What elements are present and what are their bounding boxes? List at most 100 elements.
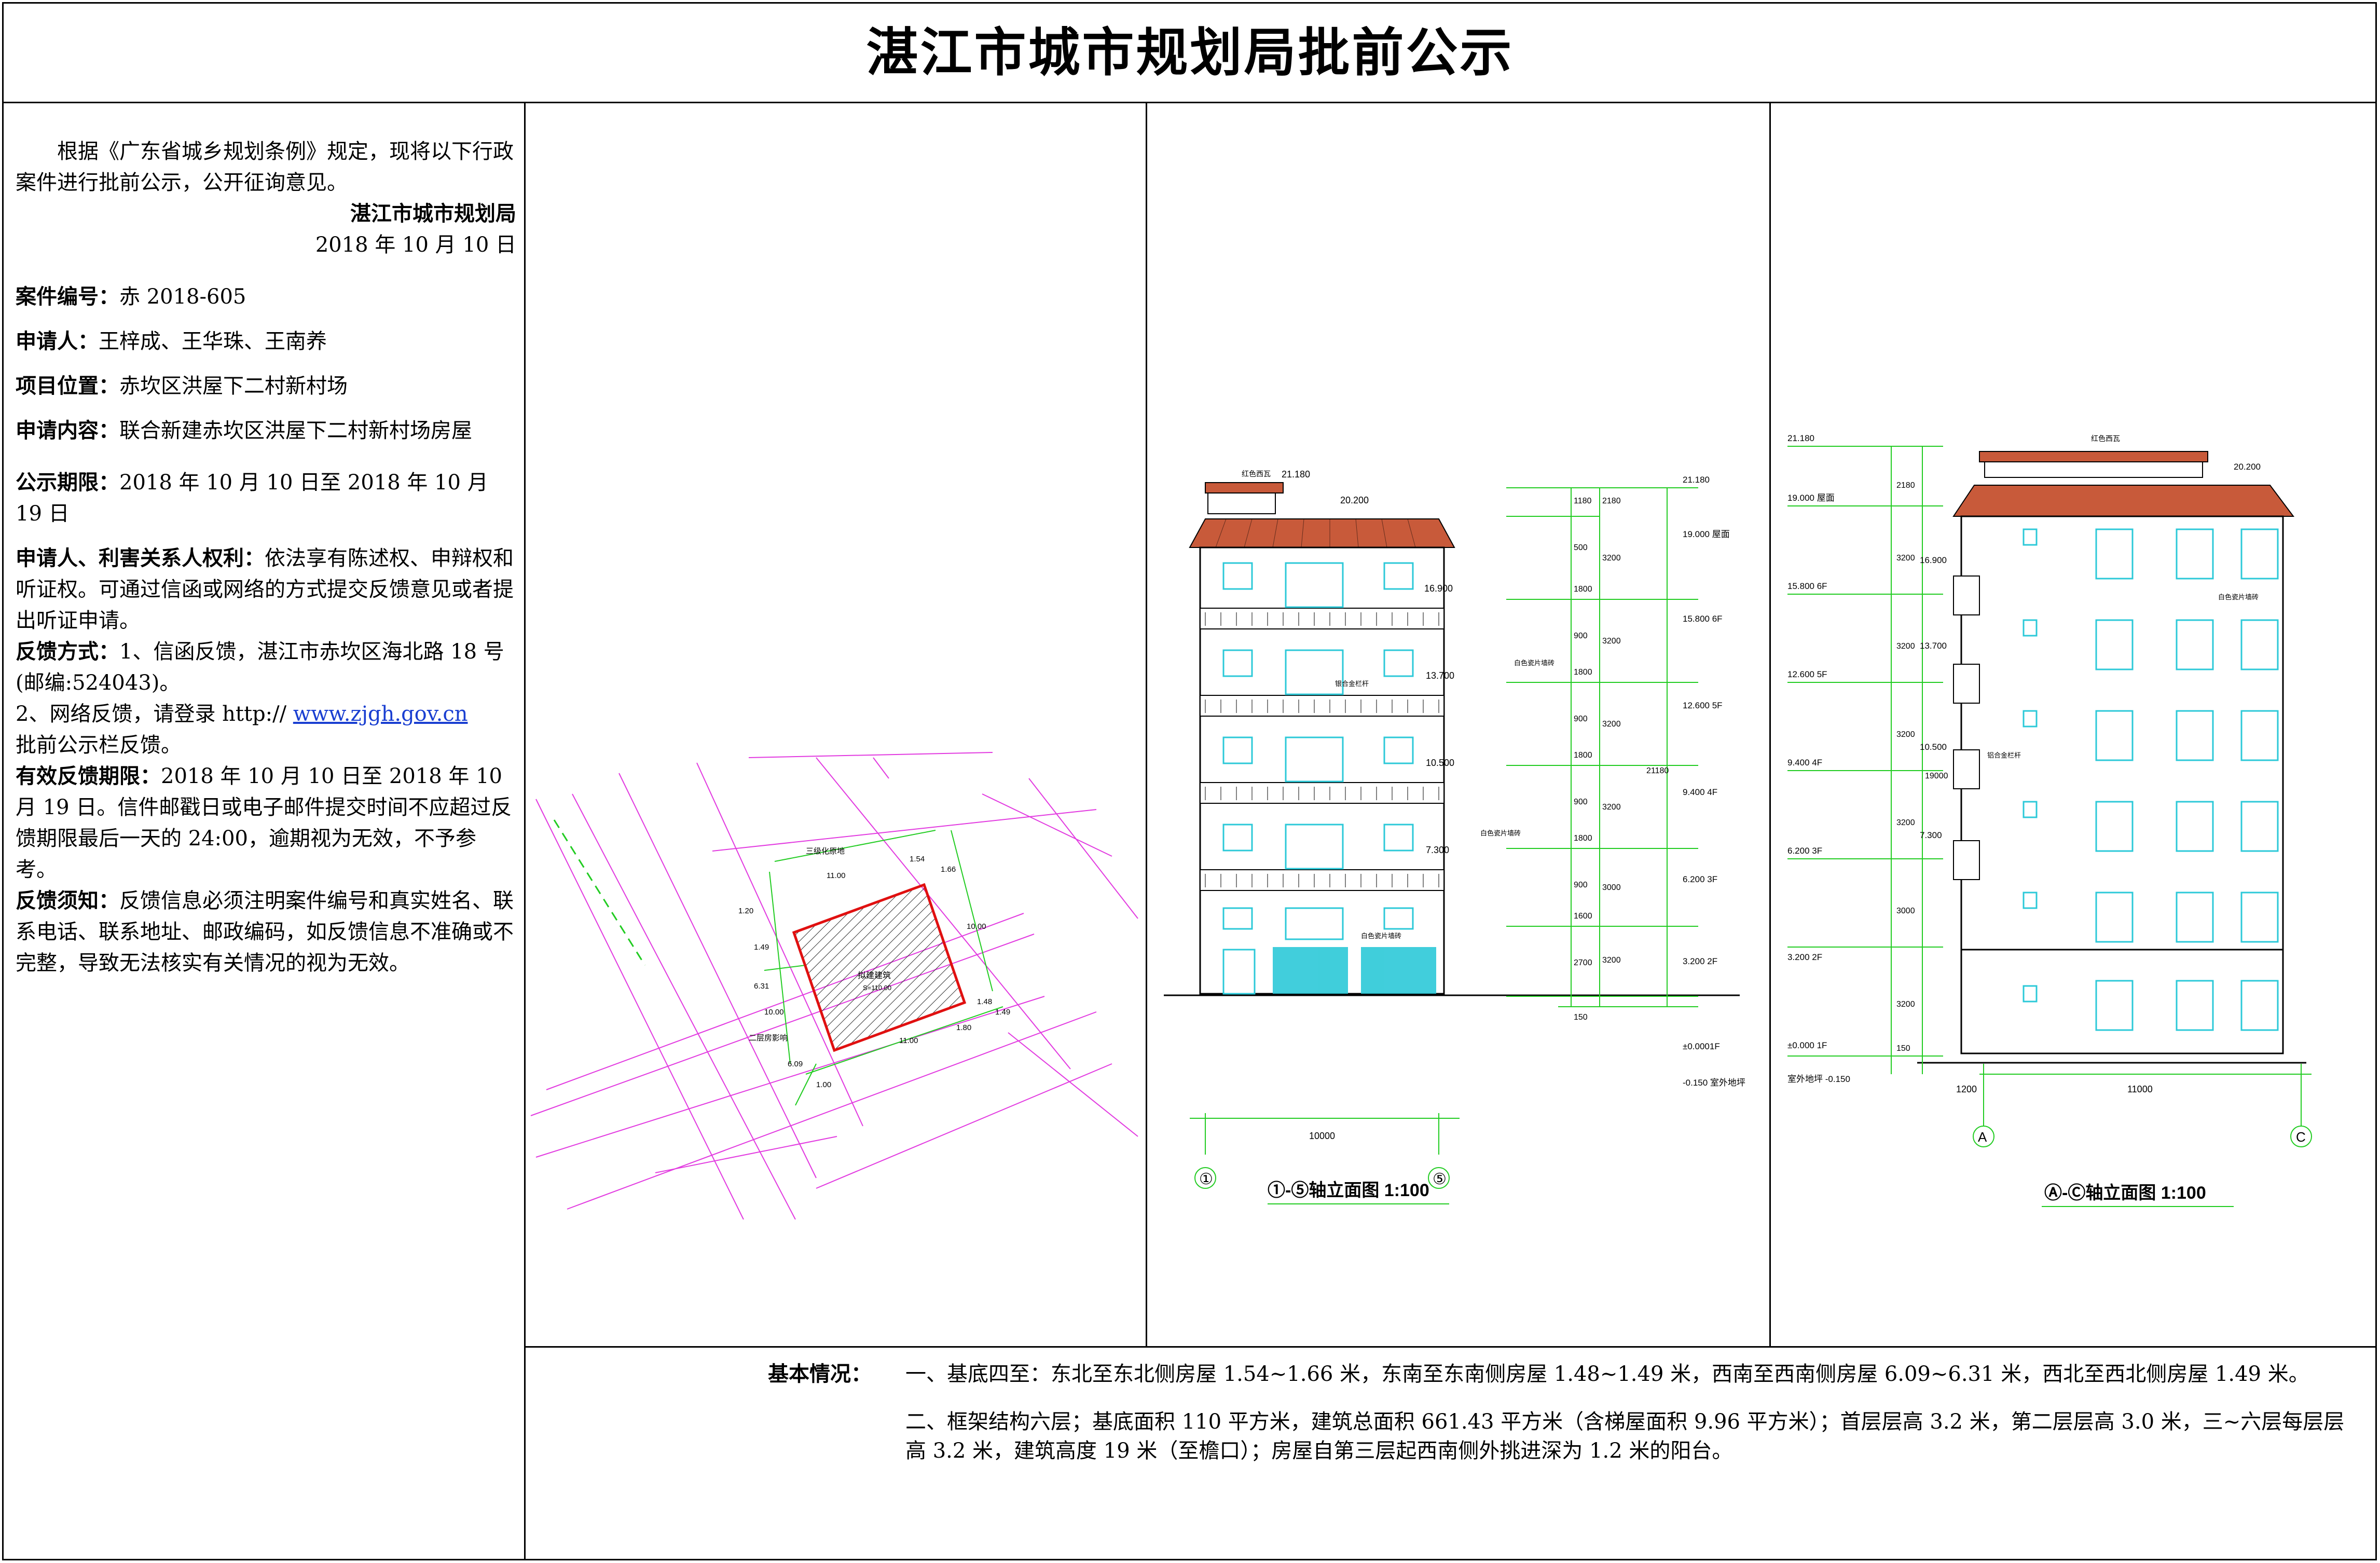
dim-label: 2700 [1574, 958, 1592, 967]
case-number: 案件编号：赤 2018-605 [16, 284, 246, 309]
axis-bubble [1973, 1126, 1994, 1147]
dim-label: 900 [1574, 881, 1588, 889]
level-label: 20.200 [1340, 495, 1369, 505]
level-label: 室外地坪 -0.150 [1787, 1074, 1850, 1084]
level-label: ±0.000 1F [1787, 1040, 1827, 1050]
panel-divider-2 [1769, 102, 1771, 1346]
dim-label: 11.00 [827, 871, 845, 880]
wall-note: 白色瓷片墙砖 [2218, 593, 2259, 601]
dim-label: 1.80 [956, 1023, 971, 1032]
level-label: 9.400 4F [1683, 787, 1717, 797]
level-label: 12.600 5F [1683, 701, 1723, 710]
dim-label: 1.49 [995, 1008, 1010, 1017]
level-label: 15.800 6F [1787, 581, 1827, 591]
site-boundary-lines [530, 752, 1138, 1219]
dim-label: 3200 [1896, 554, 1915, 563]
dim-main: 11000 [2127, 1084, 2153, 1094]
dim-label: 500 [1574, 543, 1588, 552]
notice-issuer: 湛江市城市规划局 [350, 201, 516, 226]
level-label: 10.500 [1920, 742, 1947, 752]
page-title: 湛江市城市规划局批前公示 [866, 22, 1514, 83]
site-plan: 拟建建筑 S=110.00 三级化原地 二层房影响 11.00 1.54 1.6… [526, 742, 1146, 1219]
level-label: 15.800 6F [1683, 614, 1723, 624]
level-label: 21.180 [1787, 433, 1814, 443]
wall-note: 白色瓷片墙砖 [1514, 659, 1554, 667]
dim-label: 900 [1574, 798, 1588, 806]
dim-label: 1.20 [738, 907, 753, 915]
green-dash-line [553, 819, 646, 966]
proposed-building: 拟建建筑 S=110.00 [792, 883, 967, 1052]
elevation-title: ①-⑤轴立面图 1:100 [1268, 1181, 1429, 1200]
valid-feedback-period: 有效反馈期限：2018 年 10 月 10 日至 2018 年 10 月 19 … [16, 764, 512, 882]
elevation-title: Ⓐ-Ⓒ轴立面图 1:100 [2044, 1183, 2206, 1203]
dim-label: 10.00 [764, 1008, 784, 1017]
dim-label: 3200 [1896, 730, 1915, 739]
level-label: 21.180 [1282, 469, 1310, 479]
level-label: ±0.0001F [1683, 1041, 1720, 1051]
axis-bubble [1428, 1167, 1450, 1189]
windows [1222, 562, 1414, 940]
level-label: -0.150 室外地坪 [1683, 1078, 1745, 1088]
applicant: 申请人：王梓成、王华珠、王南养 [16, 329, 327, 353]
dim-label: 1180 [1574, 497, 1592, 505]
dim-label: 150 [1574, 1013, 1588, 1022]
level-label: 19.000 屋面 [1787, 493, 1835, 503]
application-content: 申请内容：联合新建赤坎区洪屋下二村新村场房屋 [16, 418, 472, 443]
dim-label: 3000 [1896, 907, 1915, 915]
title-divider [2, 102, 2377, 103]
axis-bubble [1194, 1167, 1216, 1189]
basic-item-2: 二、框架结构六层；基底面积 110 平方米，建筑总面积 661.43 平方米（含… [905, 1410, 2345, 1463]
dim-label: 6.31 [754, 982, 769, 991]
level-label: 3.200 2F [1787, 952, 1822, 962]
dim-label: 1800 [1574, 751, 1592, 760]
publicity-period: 公示期限：2018 年 10 月 10 日至 2018 年 10 月 19 日 [16, 470, 488, 526]
dim-total: 21180 [1646, 766, 1669, 775]
dim-label: 10.00 [967, 922, 986, 931]
building-side [1960, 515, 2284, 951]
dim-label: 150 [1896, 1044, 1910, 1053]
roof-note: 红色西瓦 [1242, 470, 1271, 478]
axis-left: ① [1199, 1171, 1213, 1188]
garage-doors [1273, 947, 1436, 994]
stair-room [1984, 461, 2203, 478]
building-label: 拟建建筑 [858, 971, 891, 980]
wall-note: 白色瓷片墙砖 [1480, 829, 1521, 837]
dim-label: 3200 [1602, 554, 1621, 563]
roof-note: 红色西瓦 [2091, 434, 2120, 443]
dim-label: 1800 [1574, 585, 1592, 594]
dim-label: 3200 [1602, 803, 1621, 812]
level-label: 13.700 [1426, 670, 1454, 681]
notice-intro: 根据《广东省城乡规划条例》规定，现将以下行政案件进行批前公示，公开征询意见。 [16, 140, 514, 195]
axis-bubble [2290, 1126, 2312, 1147]
main-roof [1952, 485, 2294, 517]
elevation-1-5: 21.180 20.200 16.900 13.700 10.500 7.300… [1148, 451, 1768, 1219]
basic-label: 基本情况： [768, 1362, 872, 1386]
stair-roof [1979, 451, 2208, 462]
windows-side [2023, 528, 2279, 1031]
level-label: 6.200 3F [1683, 874, 1717, 884]
dim-label: 900 [1574, 632, 1588, 640]
ground-floor-side [1960, 949, 2284, 1054]
balconies-side [1953, 575, 1980, 880]
level-label: 13.700 [1920, 641, 1947, 651]
dim-label: 3200 [1602, 637, 1621, 646]
dimension-lines [764, 830, 1003, 1106]
basic-item-1: 一、基底四至：东北至东北侧房屋 1.54~1.66 米，东南至东南侧房屋 1.4… [905, 1362, 2309, 1386]
rail-note: 铝合金栏杆 [1987, 751, 2021, 759]
dim-label: 3200 [1896, 642, 1915, 651]
stair-room [1207, 492, 1276, 514]
left-column-divider [524, 102, 526, 1560]
dim-label: 2180 [1602, 497, 1621, 505]
notice-column: 根据《广东省城乡规划条例》规定，现将以下行政案件进行批前公示，公开征询意见。 湛… [16, 136, 516, 979]
website-link[interactable]: www.zjgh.gov.cn [293, 702, 468, 726]
level-label: 9.400 4F [1787, 758, 1822, 767]
axis-left: A [1978, 1129, 1987, 1145]
dim-label: 3200 [1602, 956, 1621, 965]
wall-note: 白色瓷片墙砖 [1361, 932, 1401, 940]
balconies [1200, 608, 1444, 891]
level-label: 3.200 2F [1683, 956, 1717, 966]
green-zone-label: 三级化原地 [806, 847, 845, 856]
main-roof [1189, 518, 1455, 548]
dim-label: 1.49 [754, 943, 769, 952]
